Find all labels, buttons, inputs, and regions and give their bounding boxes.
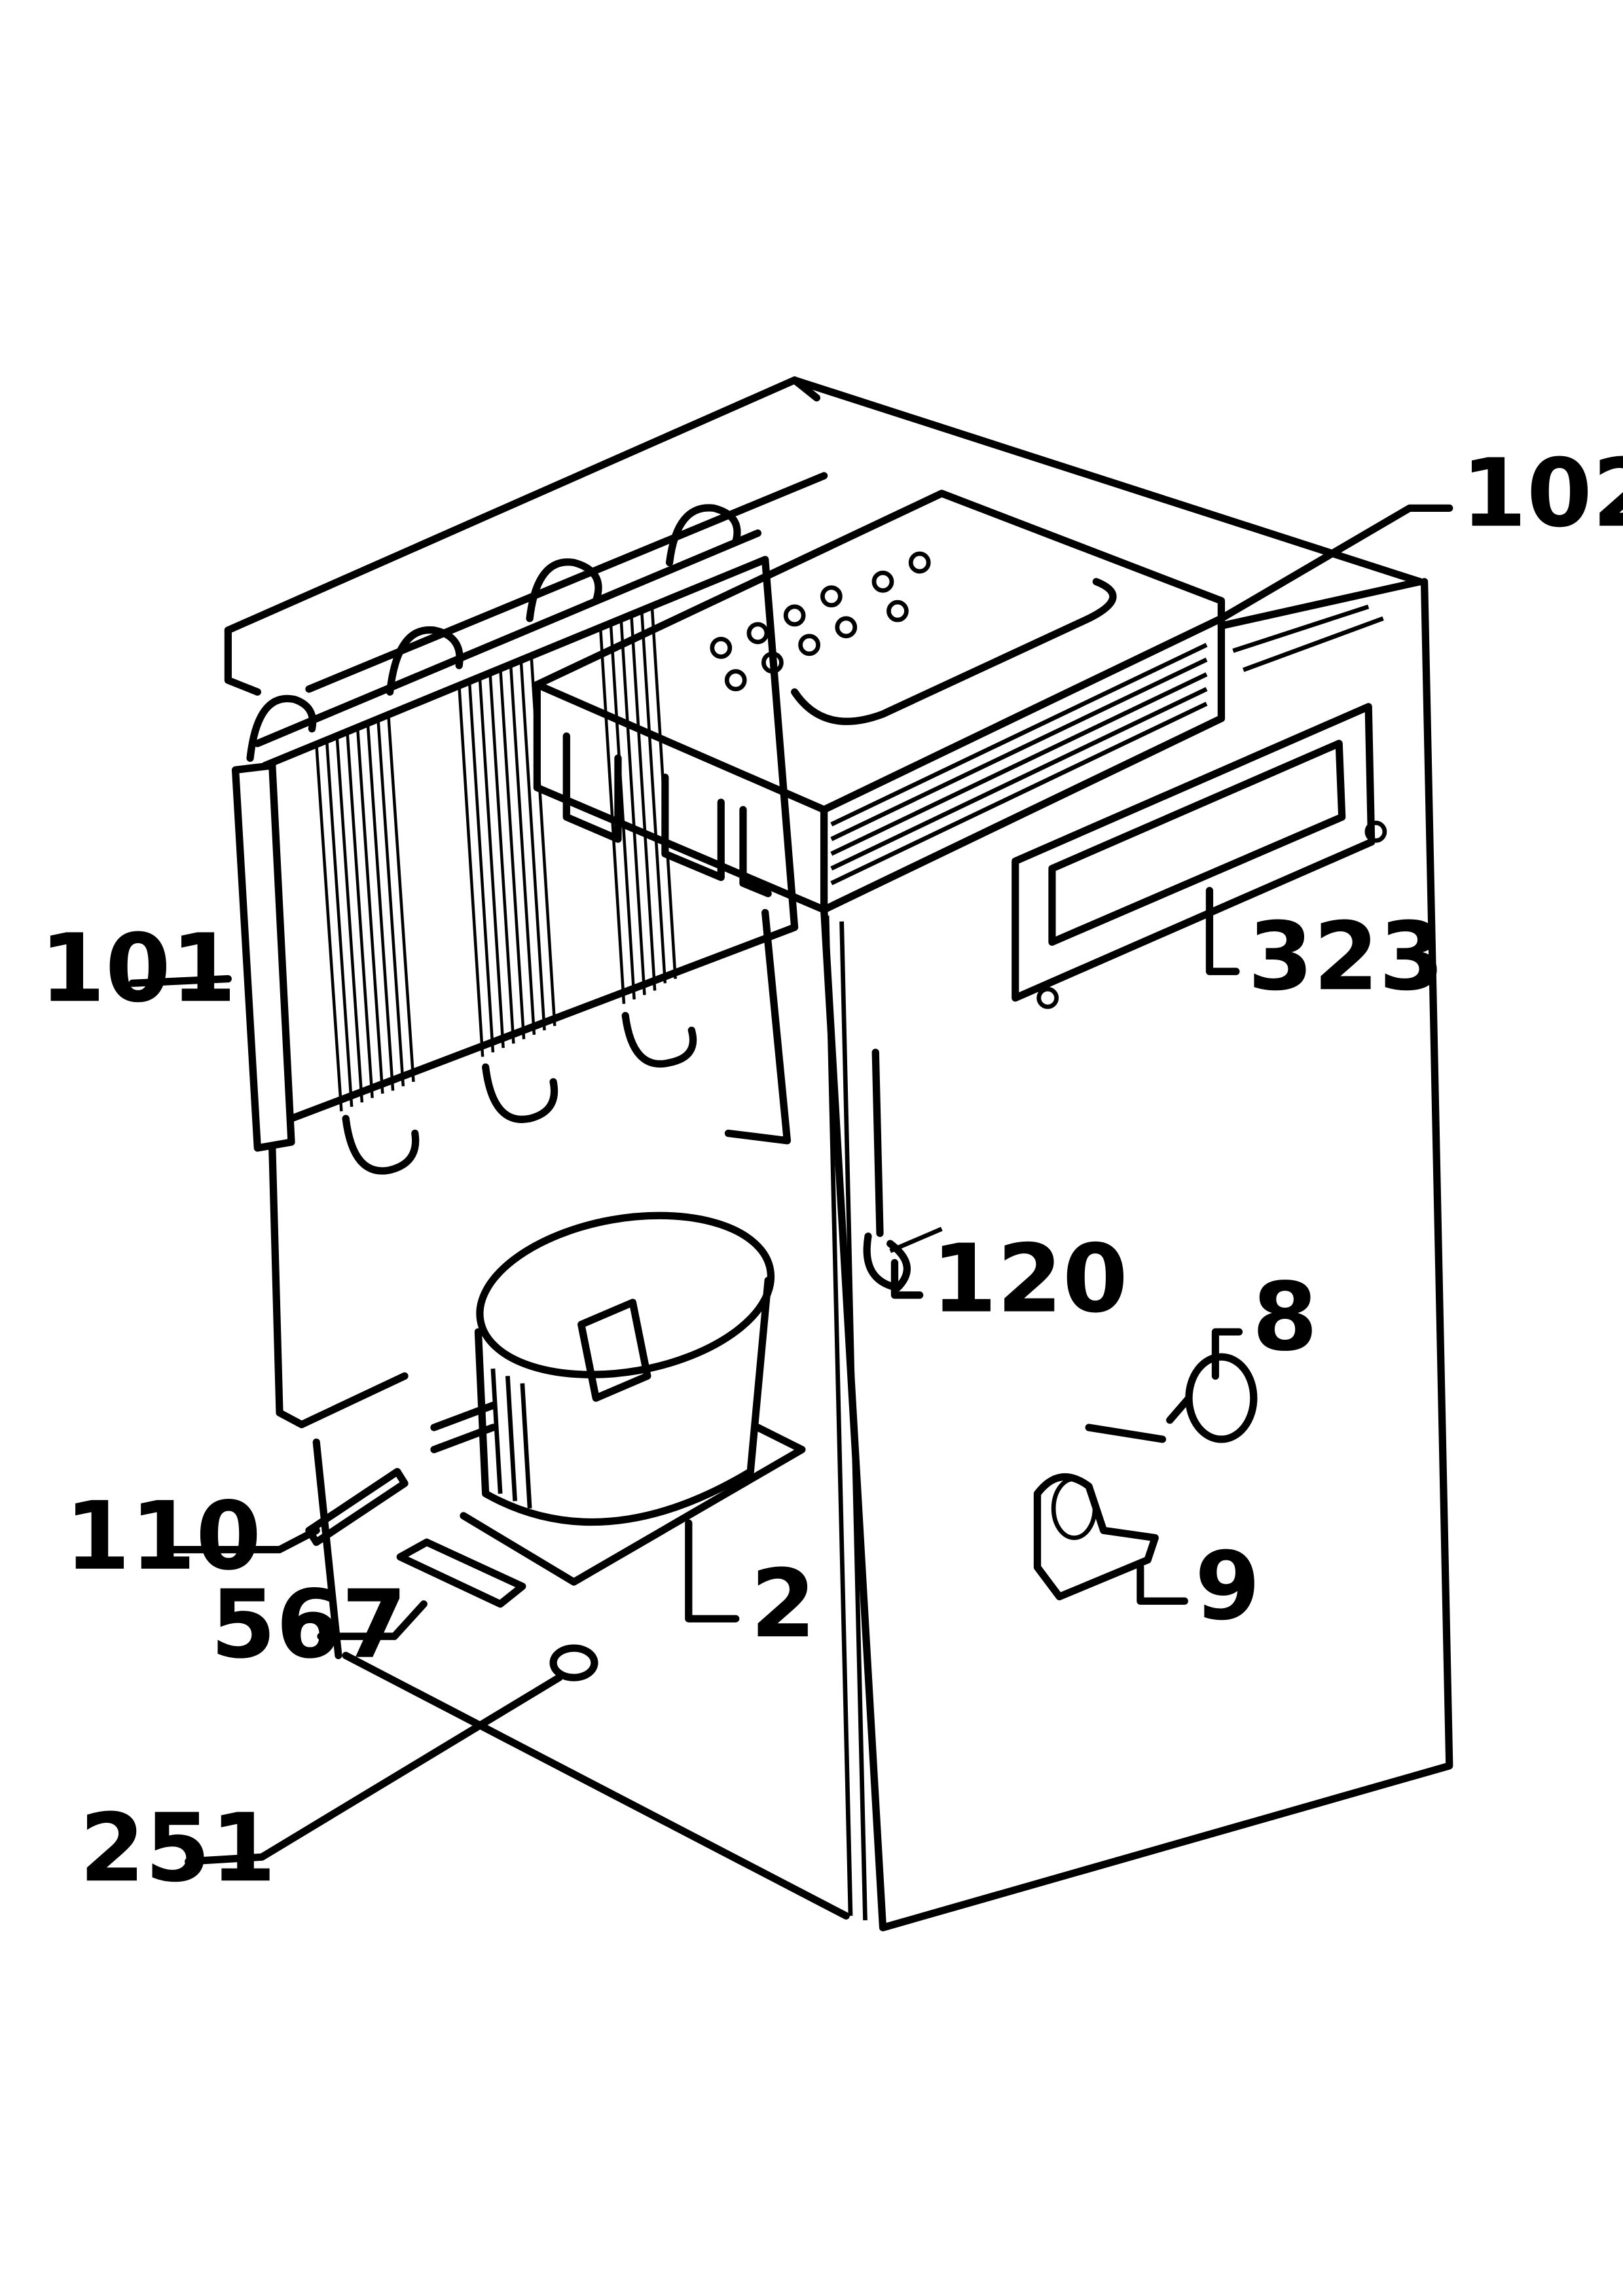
evaporator-holes — [710, 551, 931, 692]
lamp-socket — [1085, 1353, 1258, 1443]
drain-tray — [1012, 703, 1387, 1009]
nut — [549, 1644, 598, 1681]
callout-9: 9 — [1195, 1531, 1260, 1641]
callout-2: 2 — [750, 1549, 816, 1659]
callout-8: 8 — [1252, 1262, 1318, 1372]
callout-120: 120 — [932, 1223, 1128, 1333]
condenser — [231, 504, 799, 1429]
callout-110: 110 — [65, 1481, 261, 1591]
thermostat — [1033, 1473, 1159, 1601]
filter-drier — [305, 1467, 409, 1546]
condenser-fins — [314, 603, 677, 1111]
callout-101: 101 — [40, 913, 236, 1023]
callout-102: 102 — [1461, 438, 1623, 548]
leader-lines — [128, 504, 1453, 1865]
cabinet — [224, 376, 1453, 1931]
thermostat-wire — [863, 1049, 943, 1292]
mounting-plate — [396, 1538, 526, 1608]
callout-323: 323 — [1248, 901, 1444, 1011]
callout-251: 251 — [79, 1793, 276, 1903]
callout-567: 567 — [210, 1570, 407, 1679]
evaporator-unit — [533, 490, 1226, 914]
compressor — [430, 1211, 806, 1586]
